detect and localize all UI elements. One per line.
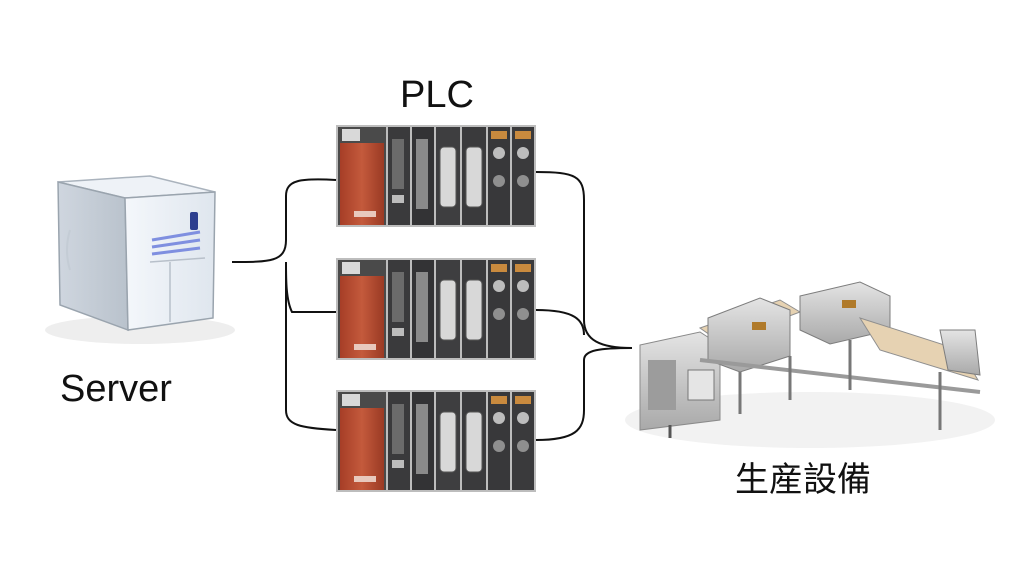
plc-equipment-connector [535,171,633,441]
server-label: Server [60,368,172,410]
plc-title: PLC [400,74,474,116]
server-plc-connector [231,178,337,431]
production-equipment-label: 生産設備 [735,460,871,500]
plc-unit-3 [335,389,537,493]
plc-unit-1 [335,124,537,228]
production-equipment-icon [625,281,995,448]
server-icon [45,175,235,344]
plc-unit-2 [335,257,537,361]
